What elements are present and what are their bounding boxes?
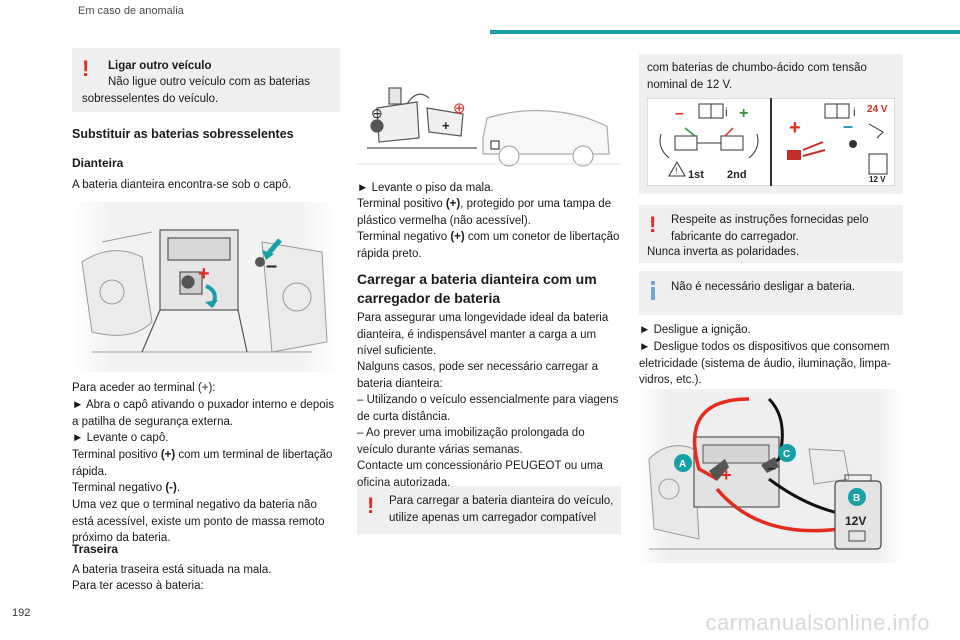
label-b: B — [853, 493, 860, 504]
negative-terminal-text: Terminal negativo (-). — [72, 482, 181, 494]
access-step-2: ► Levante o capô. — [72, 432, 169, 444]
svg-text:–: – — [675, 105, 684, 122]
devices-step: ► Desligue todos os dispositivos que con… — [639, 341, 891, 387]
svg-text:+: + — [739, 105, 748, 122]
label-c: C — [783, 449, 790, 460]
warning-icon: ! — [367, 493, 375, 518]
svg-text:⊖: ⊖ — [371, 105, 383, 121]
charger-label-diagram: i – + ! 1st 2nd i 24 V + – — [646, 97, 896, 238]
diagram-volts-label: 24 V — [867, 104, 888, 115]
rear-text-2: Para ter acesso à bateria: — [72, 580, 204, 592]
svg-text:+: + — [721, 465, 732, 485]
info-box: Não é necessário desligar a bateria. — [639, 271, 903, 315]
rear-positive-text: Terminal positivo (+), protegido por uma… — [357, 198, 612, 227]
rear-heading: Traseira — [72, 542, 119, 556]
diagram-charger-label: 12 V — [869, 175, 886, 184]
svg-text:+: + — [789, 117, 801, 139]
rear-step-1: ► Levante o piso da mala. — [357, 182, 494, 194]
section-title: Em caso de anomalia — [78, 5, 184, 17]
svg-text:+: + — [442, 118, 450, 133]
charging-para-3: Contacte um concessionário PEUGEOT ou um… — [357, 460, 603, 489]
rear-battery-illustration: ⊖ ⊕ + — [357, 78, 621, 170]
front-heading: Dianteira — [72, 156, 124, 170]
warning-title: Ligar outro veículo — [108, 60, 212, 72]
charger-warning-text: Para carregar a bateria dianteira do veí… — [389, 495, 614, 524]
svg-text:+: + — [198, 263, 210, 285]
charger-warning-box: ! Para carregar a bateria dianteira do v… — [357, 486, 621, 534]
charging-bullet-2: – Ao prever uma imobilização prolongada … — [357, 427, 585, 456]
front-text: A bateria dianteira encontra-se sob o ca… — [72, 179, 292, 191]
svg-text:–: – — [767, 460, 776, 477]
access-step-1: ► Abra o capô ativando o puxador interno… — [72, 399, 335, 428]
ground-point-text: Uma vez que o terminal negativo da bater… — [72, 499, 325, 545]
charging-para-1: Para assegurar uma longevidade ideal da … — [357, 312, 609, 358]
svg-text:–: – — [843, 116, 853, 136]
info-text: Não é necessário desligar a bateria. — [671, 281, 856, 293]
charger-volts: 12V — [845, 514, 866, 528]
front-battery-illustration: + – — [72, 202, 338, 372]
rear-negative-text: Terminal negativo (+) com um conetor de … — [357, 231, 620, 260]
diagram-first-label: 1st — [688, 169, 704, 181]
ignition-step: ► Desligue a ignição. — [639, 324, 751, 336]
positive-terminal-text: Terminal positivo (+) com um terminal de… — [72, 449, 333, 478]
warning-text: Não ligue outro veículo com as baterias … — [82, 76, 310, 105]
polarity-warning-text-2: Nunca inverta as polaridades. — [647, 246, 800, 258]
diagram-second-label: 2nd — [727, 169, 747, 181]
polarity-warning-box: ! Respeite as instruções fornecidas pelo… — [639, 205, 903, 263]
rear-text-1: A bateria traseira está situada na mala. — [72, 564, 272, 576]
svg-text:!: ! — [675, 166, 678, 176]
polarity-warning-text-1: Respeite as instruções fornecidas pelo f… — [671, 214, 869, 243]
label-a: A — [679, 459, 686, 470]
charging-para-2: Nalguns casos, pode ser necessário carre… — [357, 361, 598, 390]
watermark: carmanualsonline.info — [705, 610, 930, 635]
svg-text:i: i — [853, 105, 856, 119]
compatibility-box: com baterias de chumbo-ácido com tensão … — [639, 54, 903, 194]
access-intro: Para aceder ao terminal (+): — [72, 382, 216, 394]
warning-icon: ! — [649, 212, 657, 237]
section-accent-bar — [490, 30, 960, 34]
svg-text:⊕: ⊕ — [453, 100, 466, 117]
section-heading: Substituir as baterias sobresselentes — [72, 127, 294, 141]
charging-bullet-1: – Utilizando o veículo essencialmente pa… — [357, 394, 619, 423]
compatibility-text: com baterias de chumbo-ácido com tensão … — [647, 62, 867, 91]
charging-heading: Carregar a bateria dianteira com um carr… — [357, 271, 597, 306]
warning-box: ! Ligar outro veículo Não ligue outro ve… — [72, 48, 340, 112]
svg-text:i: i — [725, 105, 728, 119]
svg-text:–: – — [266, 255, 277, 277]
page-number: 192 — [12, 607, 31, 619]
warning-icon: ! — [82, 56, 90, 81]
charger-connection-illustration: + – A C B 12V — [639, 389, 903, 563]
info-icon — [651, 281, 655, 300]
